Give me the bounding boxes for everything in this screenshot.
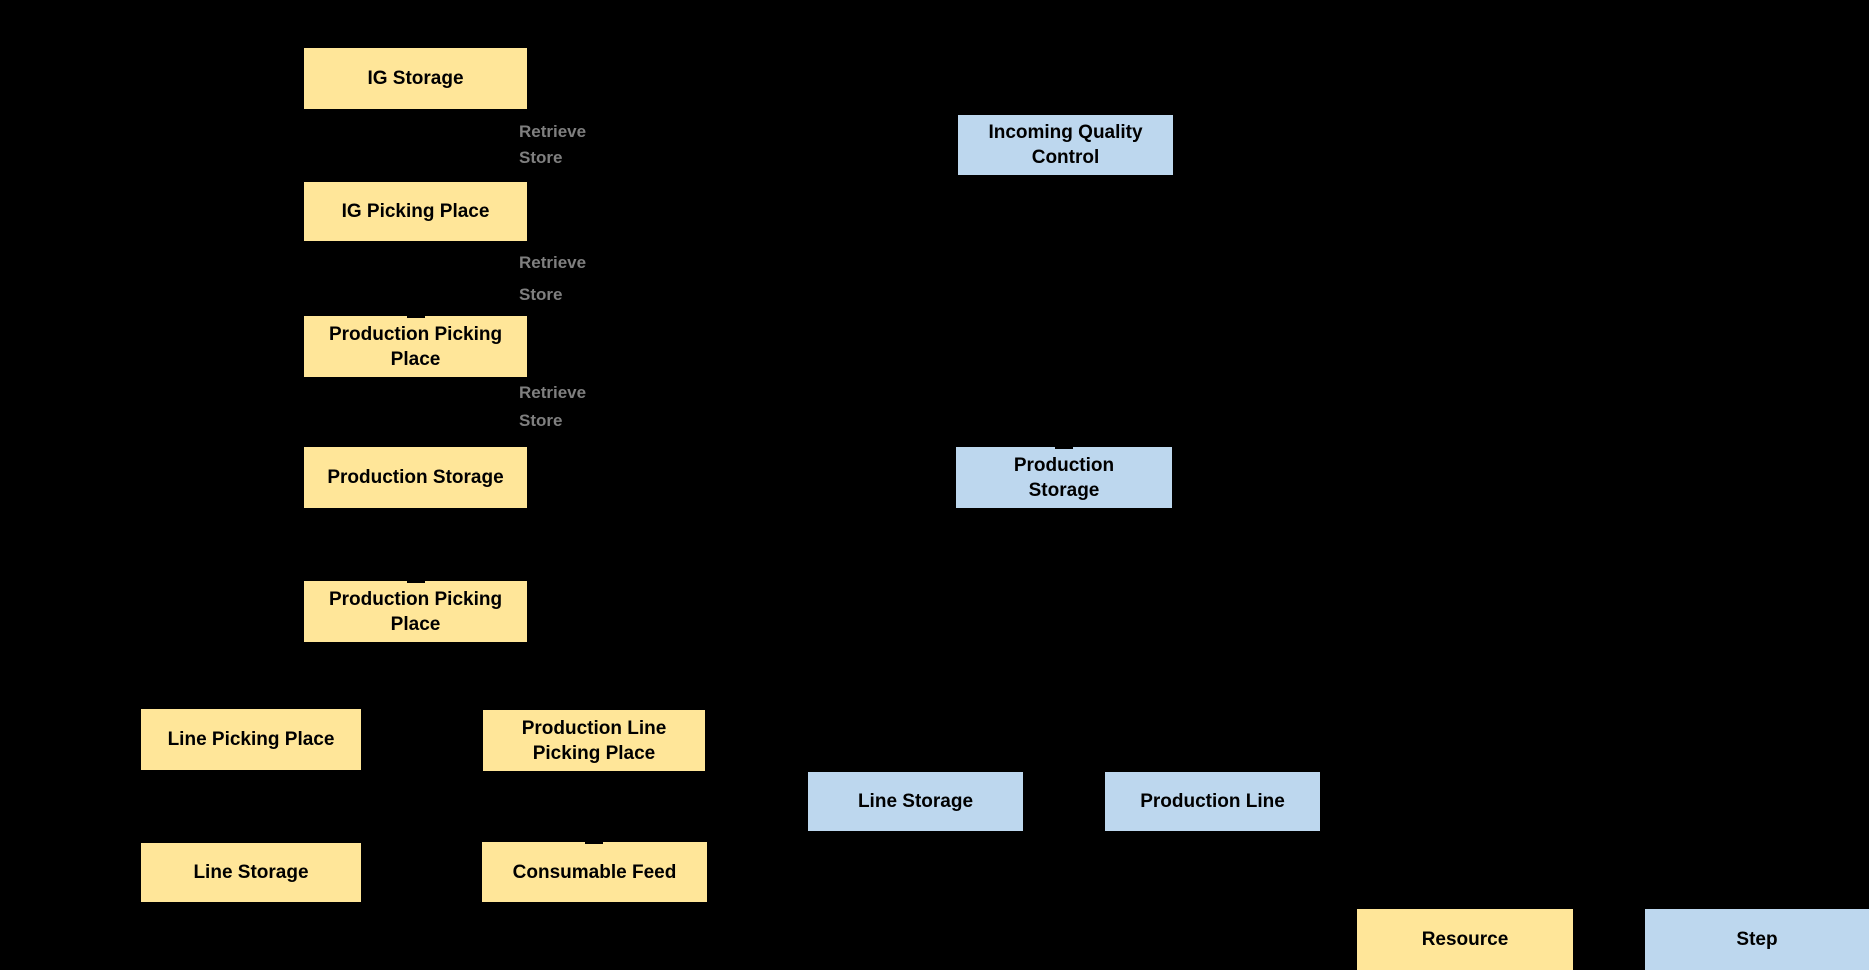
- connector-label-store-2: Store: [519, 285, 563, 304]
- connector-stub-icon: [407, 580, 425, 583]
- node-ig-storage: IG Storage: [304, 48, 527, 109]
- node-production-storage-step: Production Storage: [956, 447, 1172, 508]
- connector-label-store-1: Store: [519, 148, 563, 167]
- node-line-storage-step: Line Storage: [808, 772, 1023, 831]
- node-consumable-feed: Consumable Feed: [482, 842, 707, 902]
- node-ig-picking-place: IG Picking Place: [304, 182, 527, 241]
- connector-stub-icon: [585, 841, 603, 844]
- node-production-picking-place-lower: Production Picking Place: [304, 581, 527, 642]
- connector-label-retrieve-2: Retrieve: [519, 253, 587, 272]
- legend-step: Step: [1645, 909, 1869, 970]
- legend-resource: Resource: [1357, 909, 1573, 970]
- node-production-line-picking-place: Production Line Picking Place: [483, 710, 705, 771]
- connector-stub-icon: [407, 315, 425, 318]
- connector-label-retrieve-3: Retrieve: [519, 383, 587, 402]
- connector-stub-icon: [1055, 446, 1073, 449]
- node-production-line: Production Line: [1105, 772, 1320, 831]
- node-production-storage-resource: Production Storage: [304, 447, 527, 508]
- node-incoming-quality-control: Incoming Quality Control: [958, 115, 1173, 175]
- connector-label-retrieve-1: Retrieve: [519, 122, 587, 141]
- node-line-storage-resource: Line Storage: [141, 843, 361, 902]
- connector-label-store-3: Store: [519, 411, 563, 430]
- node-production-picking-place-upper: Production Picking Place: [304, 316, 527, 377]
- node-line-picking-place: Line Picking Place: [141, 709, 361, 770]
